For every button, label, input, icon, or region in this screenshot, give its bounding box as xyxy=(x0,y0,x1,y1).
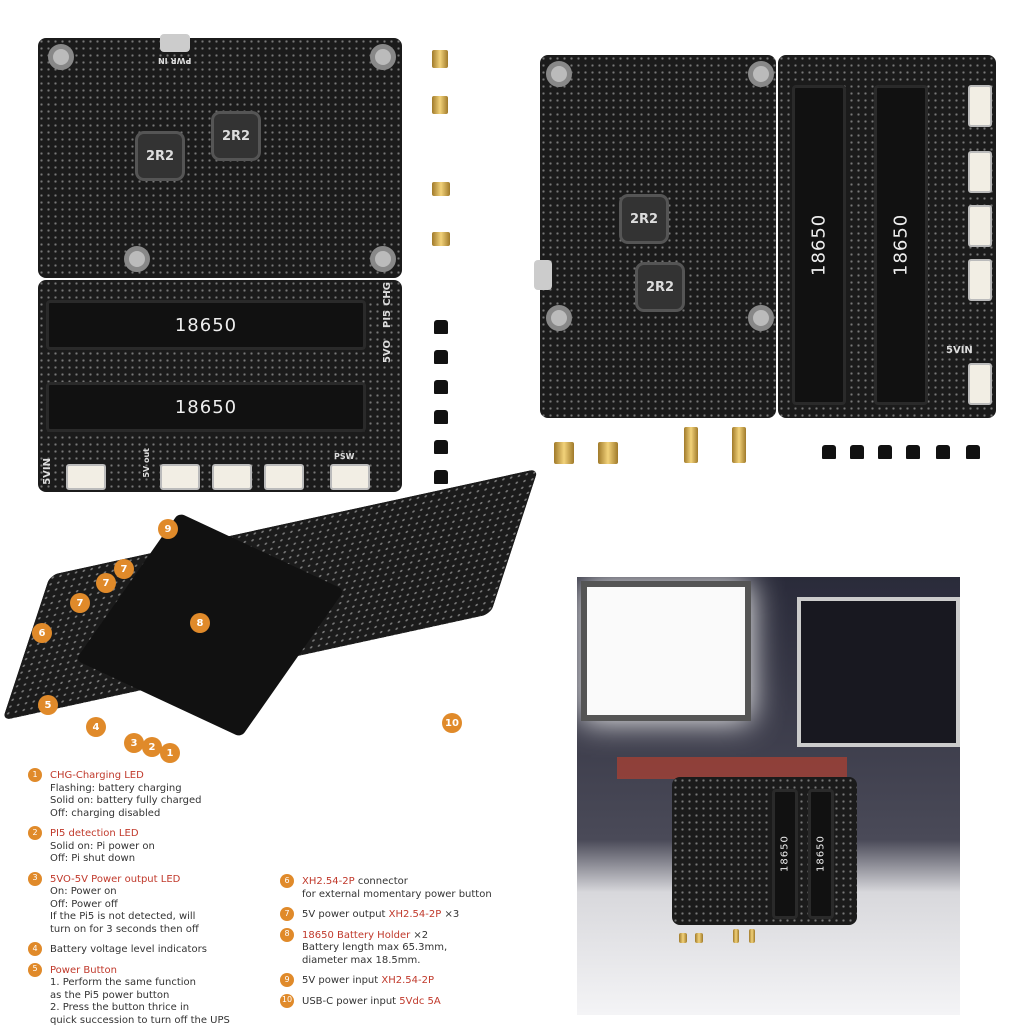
screw xyxy=(936,445,950,459)
mount-hole xyxy=(370,246,396,272)
label-5vo: 5VO xyxy=(382,340,393,364)
screw xyxy=(434,440,448,454)
standoff xyxy=(432,96,448,114)
screw xyxy=(434,380,448,394)
usb-c-port xyxy=(534,260,552,290)
screw xyxy=(822,445,836,459)
battery-holder: 18650 xyxy=(772,789,798,919)
mount-hole xyxy=(370,44,396,70)
connector xyxy=(968,85,992,127)
label-5vin: 5VIN xyxy=(946,345,973,356)
callout-6: 6 xyxy=(32,623,52,643)
screw xyxy=(434,320,448,334)
mount-hole xyxy=(748,61,774,87)
screw xyxy=(434,470,448,484)
inductor: 2R2 xyxy=(638,265,682,309)
standoff xyxy=(732,427,746,463)
screw xyxy=(878,445,892,459)
standoff xyxy=(695,933,703,943)
inductor: 2R2 xyxy=(138,134,182,178)
screw xyxy=(966,445,980,459)
label-5v-out: 5V out xyxy=(142,448,151,478)
monitor xyxy=(581,581,751,721)
mount-hole xyxy=(546,305,572,331)
standoff xyxy=(432,232,450,246)
battery-holder: 18650 xyxy=(792,85,846,405)
callout-7: 7 xyxy=(96,573,116,593)
inductor: 2R2 xyxy=(214,114,258,158)
label-psw: PSW xyxy=(334,452,355,461)
callout-7: 7 xyxy=(70,593,90,613)
product-photo-top-view: PWR IN 2R2 2R2 18650 18650 5VIN CHG PI5 … xyxy=(38,34,450,492)
callout-10: 10 xyxy=(442,713,462,733)
standoff xyxy=(679,933,687,943)
connector xyxy=(330,464,370,490)
label-pwr-in: PWR IN xyxy=(158,56,192,65)
annotated-isometric-photo: 9 8 7 7 7 6 5 4 3 2 1 10 xyxy=(2,468,539,765)
standoff xyxy=(733,929,739,943)
battery-section: 18650 18650 5VIN xyxy=(778,55,996,418)
battery-holder: 18650 xyxy=(46,300,366,350)
standoff xyxy=(749,929,755,943)
screw xyxy=(850,445,864,459)
callout-2: 2 xyxy=(142,737,162,757)
callout-8: 8 xyxy=(190,613,210,633)
label-5vin: 5VIN xyxy=(42,458,53,485)
lifestyle-photo: 18650 18650 xyxy=(577,577,960,1015)
connector xyxy=(968,205,992,247)
mount-hole xyxy=(48,44,74,70)
callout-9: 9 xyxy=(158,519,178,539)
label-pi5: PI5 xyxy=(382,310,393,329)
battery-holder: 18650 xyxy=(46,382,366,432)
connector xyxy=(160,464,200,490)
pc-case xyxy=(797,597,960,747)
standoff xyxy=(684,427,698,463)
label-chg: CHG xyxy=(382,282,393,306)
screw xyxy=(434,410,448,424)
connector xyxy=(264,464,304,490)
callout-7: 7 xyxy=(114,559,134,579)
battery-holder: 18650 xyxy=(874,85,928,405)
inductor: 2R2 xyxy=(622,197,666,241)
pcb-board: 2R2 2R2 xyxy=(534,55,776,418)
pcb-board: PWR IN 2R2 2R2 xyxy=(38,34,402,278)
standoff xyxy=(598,442,618,464)
callout-3: 3 xyxy=(124,733,144,753)
connector xyxy=(968,151,992,193)
screw xyxy=(434,350,448,364)
battery-holder: 18650 xyxy=(808,789,834,919)
callout-5: 5 xyxy=(38,695,58,715)
connector xyxy=(212,464,252,490)
connector xyxy=(968,363,992,405)
battery-section: 18650 18650 5VIN CHG PI5 5VO 5V out PSW xyxy=(38,280,402,492)
connector xyxy=(66,464,106,490)
callout-1: 1 xyxy=(160,743,180,763)
standoff xyxy=(432,182,450,196)
mount-hole xyxy=(748,305,774,331)
mount-hole xyxy=(546,61,572,87)
connector xyxy=(968,259,992,301)
mount-hole xyxy=(124,246,150,272)
pcb-board: 18650 18650 xyxy=(672,777,857,925)
usb-c-port xyxy=(160,34,190,52)
callout-4: 4 xyxy=(86,717,106,737)
standoff xyxy=(432,50,448,68)
standoff xyxy=(554,442,574,464)
keyboard xyxy=(617,757,847,779)
product-photo-rotated-view: 2R2 2R2 18650 18650 5VIN xyxy=(534,55,996,475)
screw xyxy=(906,445,920,459)
